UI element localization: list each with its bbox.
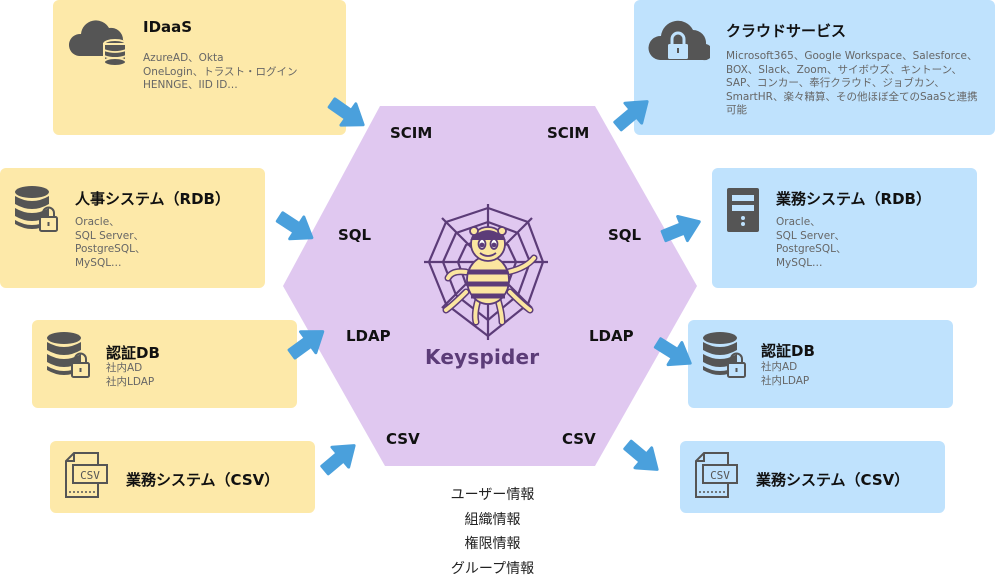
- destination-description: Microsoft365、Google Workspace、Salesforce…: [726, 50, 978, 116]
- source-description: AzureAD、Okta OneLogin、トラスト・ログイン HENNGE、I…: [143, 52, 298, 91]
- source-hr-rdb: 人事システム（RDB） Oracle、 SQL Server、 PostgreS…: [0, 168, 265, 288]
- source-auth-db: 認証DB 社内AD 社内LDAP: [32, 320, 297, 408]
- protocol-label-right: LDAP: [589, 327, 634, 345]
- database-lock-icon: [47, 332, 90, 378]
- csv-file-icon: CSV: [65, 452, 108, 498]
- info-item: グループ情報: [450, 560, 535, 577]
- source-description: 社内AD 社内LDAP: [106, 362, 155, 388]
- protocol-label-right: CSV: [562, 430, 596, 448]
- protocol-label-left: SQL: [338, 226, 372, 244]
- source-title: IDaaS: [143, 18, 193, 36]
- cloud-database-icon: [68, 20, 128, 66]
- cloud-lock-icon: [648, 20, 710, 61]
- destination-title: 認証DB: [761, 342, 815, 360]
- csv-file-icon: CSV: [695, 452, 738, 498]
- info-item: 組織情報: [464, 511, 521, 528]
- source-title: 認証DB: [106, 344, 160, 362]
- brand-logo: Keyspider: [425, 345, 540, 369]
- protocol-label-left: SCIM: [390, 124, 433, 142]
- protocol-label-left: LDAP: [346, 327, 391, 345]
- protocol-label-right: SQL: [608, 226, 642, 244]
- svg-text:CSV: CSV: [710, 469, 730, 482]
- synced-info-list: ユーザー情報 組織情報 権限情報 グループ情報: [400, 483, 585, 581]
- destination-cloud-services: クラウドサービス Microsoft365、Google Workspace、S…: [634, 0, 995, 135]
- destination-description: 社内AD 社内LDAP: [761, 361, 810, 387]
- destination-description: Oracle、 SQL Server、 PostgreSQL、 MySQL…: [776, 216, 847, 269]
- source-csv-system: CSV 業務システム（CSV）: [50, 441, 315, 513]
- source-title: 業務システム（CSV）: [126, 471, 280, 489]
- spider-mascot-icon: [442, 226, 538, 326]
- destination-title: クラウドサービス: [726, 22, 847, 40]
- database-lock-icon: [703, 332, 746, 378]
- info-item: 権限情報: [464, 536, 521, 552]
- server-icon: [727, 188, 759, 232]
- destination-title: 業務システム（RDB）: [776, 190, 931, 208]
- info-item: ユーザー情報: [450, 487, 535, 503]
- destination-title: 業務システム（CSV）: [756, 471, 910, 489]
- database-lock-icon: [15, 186, 58, 232]
- destination-csv-system: CSV 業務システム（CSV）: [680, 441, 945, 513]
- protocol-label-left: CSV: [386, 430, 420, 448]
- source-idaas: IDaaS AzureAD、Okta OneLogin、トラスト・ログイン HE…: [53, 0, 346, 135]
- source-description: Oracle、 SQL Server、 PostgreSQL、 MySQL…: [75, 216, 146, 269]
- destination-auth-db: 認証DB 社内AD 社内LDAP: [688, 320, 953, 408]
- svg-text:CSV: CSV: [80, 469, 100, 482]
- source-title: 人事システム（RDB）: [75, 190, 230, 208]
- destination-business-rdb: 業務システム（RDB） Oracle、 SQL Server、 PostgreS…: [712, 168, 977, 288]
- protocol-label-right: SCIM: [547, 124, 590, 142]
